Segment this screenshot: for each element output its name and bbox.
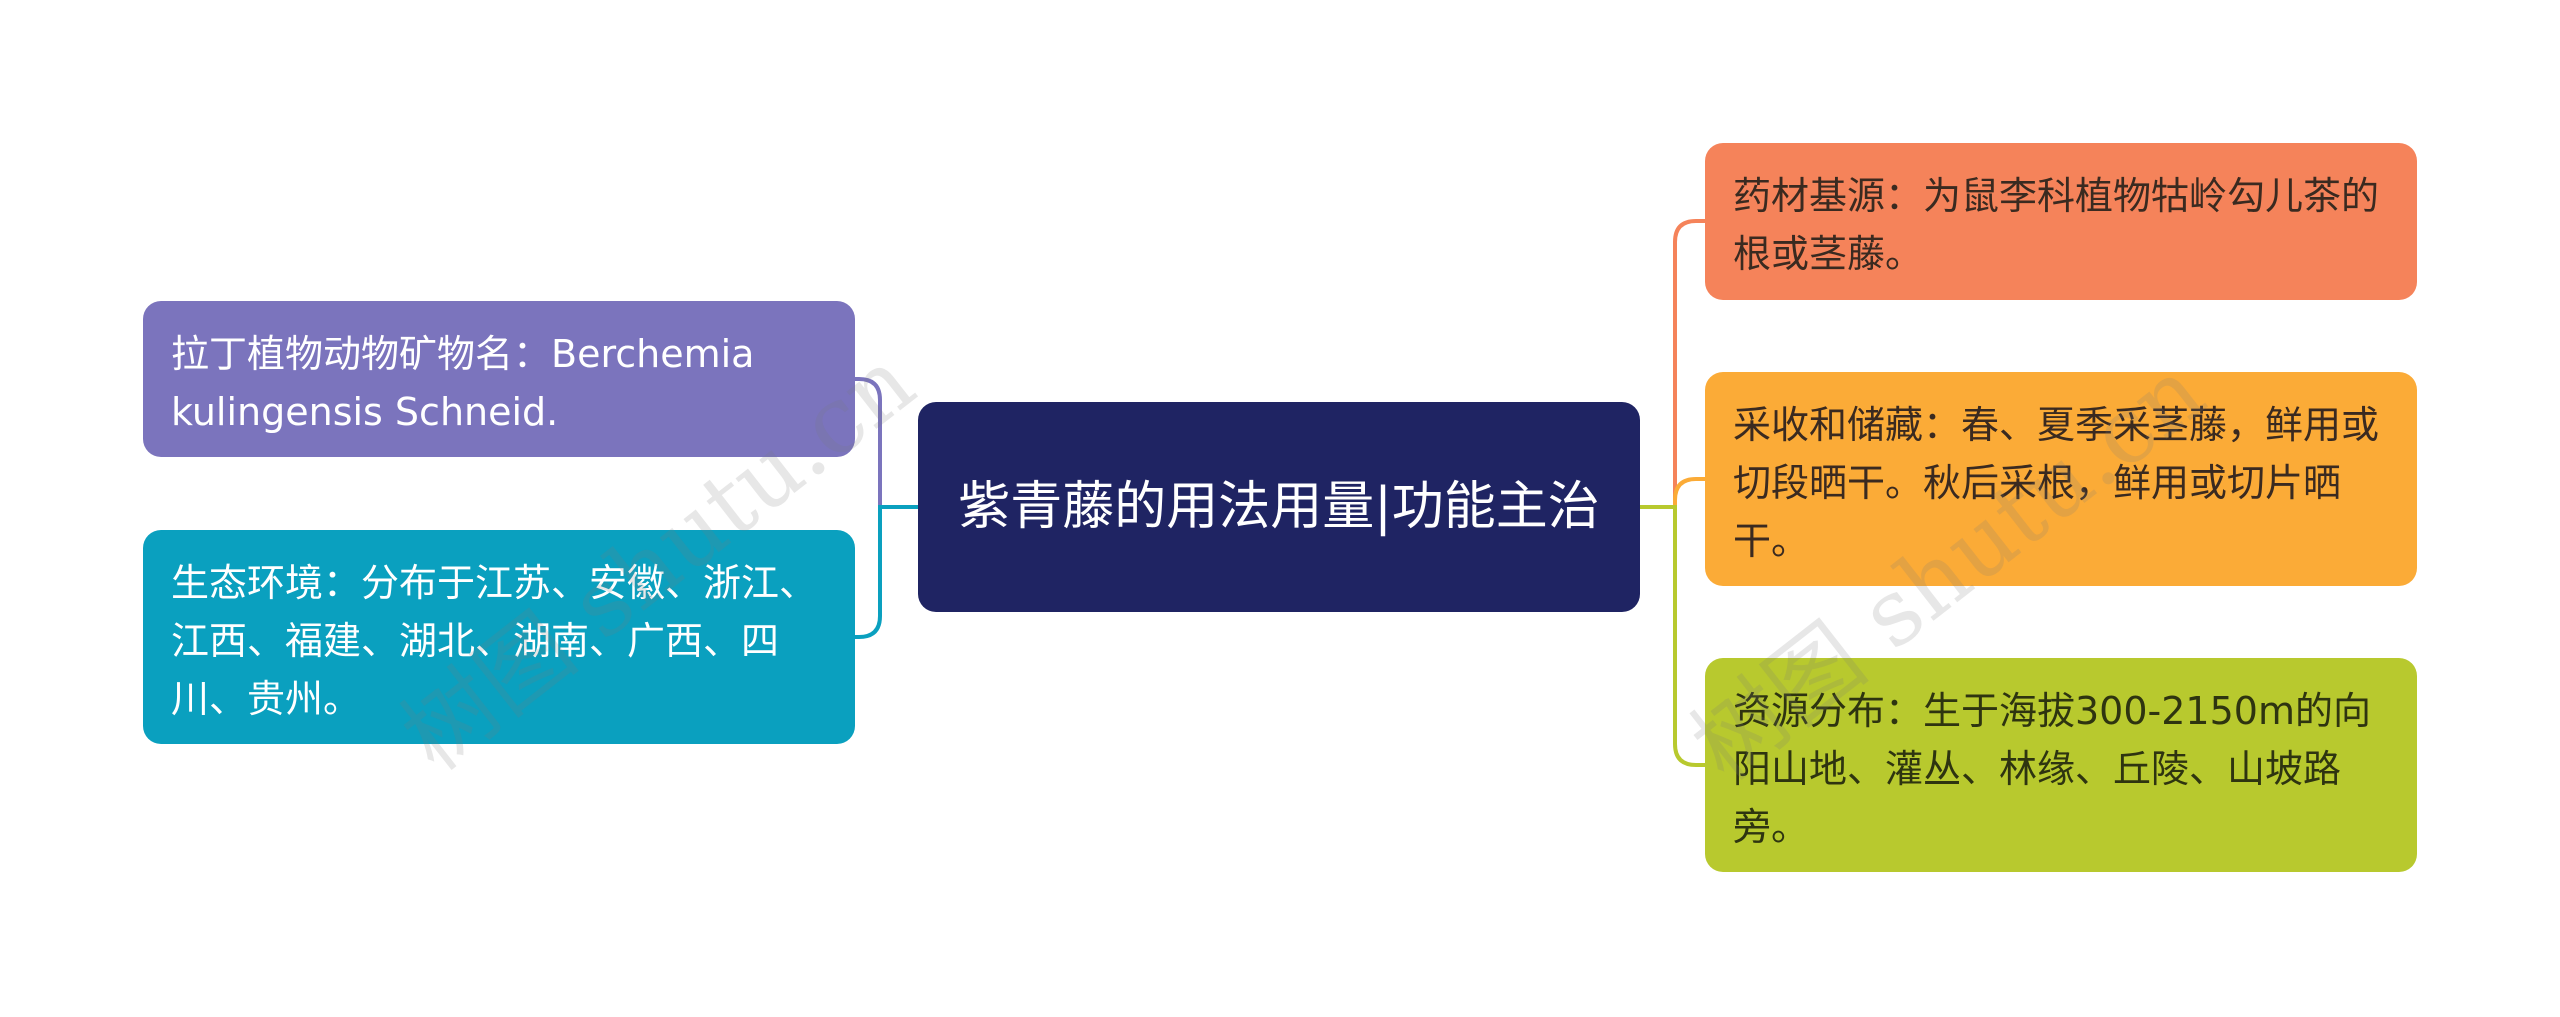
branch-harvest-storage[interactable]: 采收和储藏：春、夏季采茎藤，鲜用或切段晒干。秋后采根，鲜用或切片晒干。	[1705, 372, 2417, 586]
central-topic[interactable]: 紫青藤的用法用量|功能主治	[918, 402, 1640, 612]
branch-latin-name-label: 拉丁植物动物矿物名：Berchemia kulingensis Schneid.	[171, 332, 755, 434]
connector-harvest	[1640, 477, 1705, 509]
central-topic-label: 紫青藤的用法用量|功能主治	[958, 477, 1600, 537]
branch-habitat[interactable]: 生态环境：分布于江苏、安徽、浙江、江西、福建、湖北、湖南、广西、四川、贵州。	[143, 530, 855, 744]
connector-distribution	[1640, 505, 1705, 767]
branch-resource-distribution-label: 资源分布：生于海拔300-2150m的向阳山地、灌丛、林缘、丘陵、山坡路旁。	[1733, 689, 2371, 849]
connector-source	[1640, 219, 1705, 509]
branch-resource-distribution[interactable]: 资源分布：生于海拔300-2150m的向阳山地、灌丛、林缘、丘陵、山坡路旁。	[1705, 658, 2417, 872]
branch-medicinal-source[interactable]: 药材基源：为鼠李科植物牯岭勾儿茶的根或茎藤。	[1705, 143, 2417, 300]
branch-habitat-label: 生态环境：分布于江苏、安徽、浙江、江西、福建、湖北、湖南、广西、四川、贵州。	[171, 561, 818, 721]
connector-latin	[855, 377, 918, 509]
branch-harvest-storage-label: 采收和储藏：春、夏季采茎藤，鲜用或切段晒干。秋后采根，鲜用或切片晒干。	[1733, 403, 2380, 563]
branch-latin-name[interactable]: 拉丁植物动物矿物名：Berchemia kulingensis Schneid.	[143, 301, 855, 457]
connector-habitat	[855, 505, 918, 639]
branch-medicinal-source-label: 药材基源：为鼠李科植物牯岭勾儿茶的根或茎藤。	[1733, 174, 2380, 276]
